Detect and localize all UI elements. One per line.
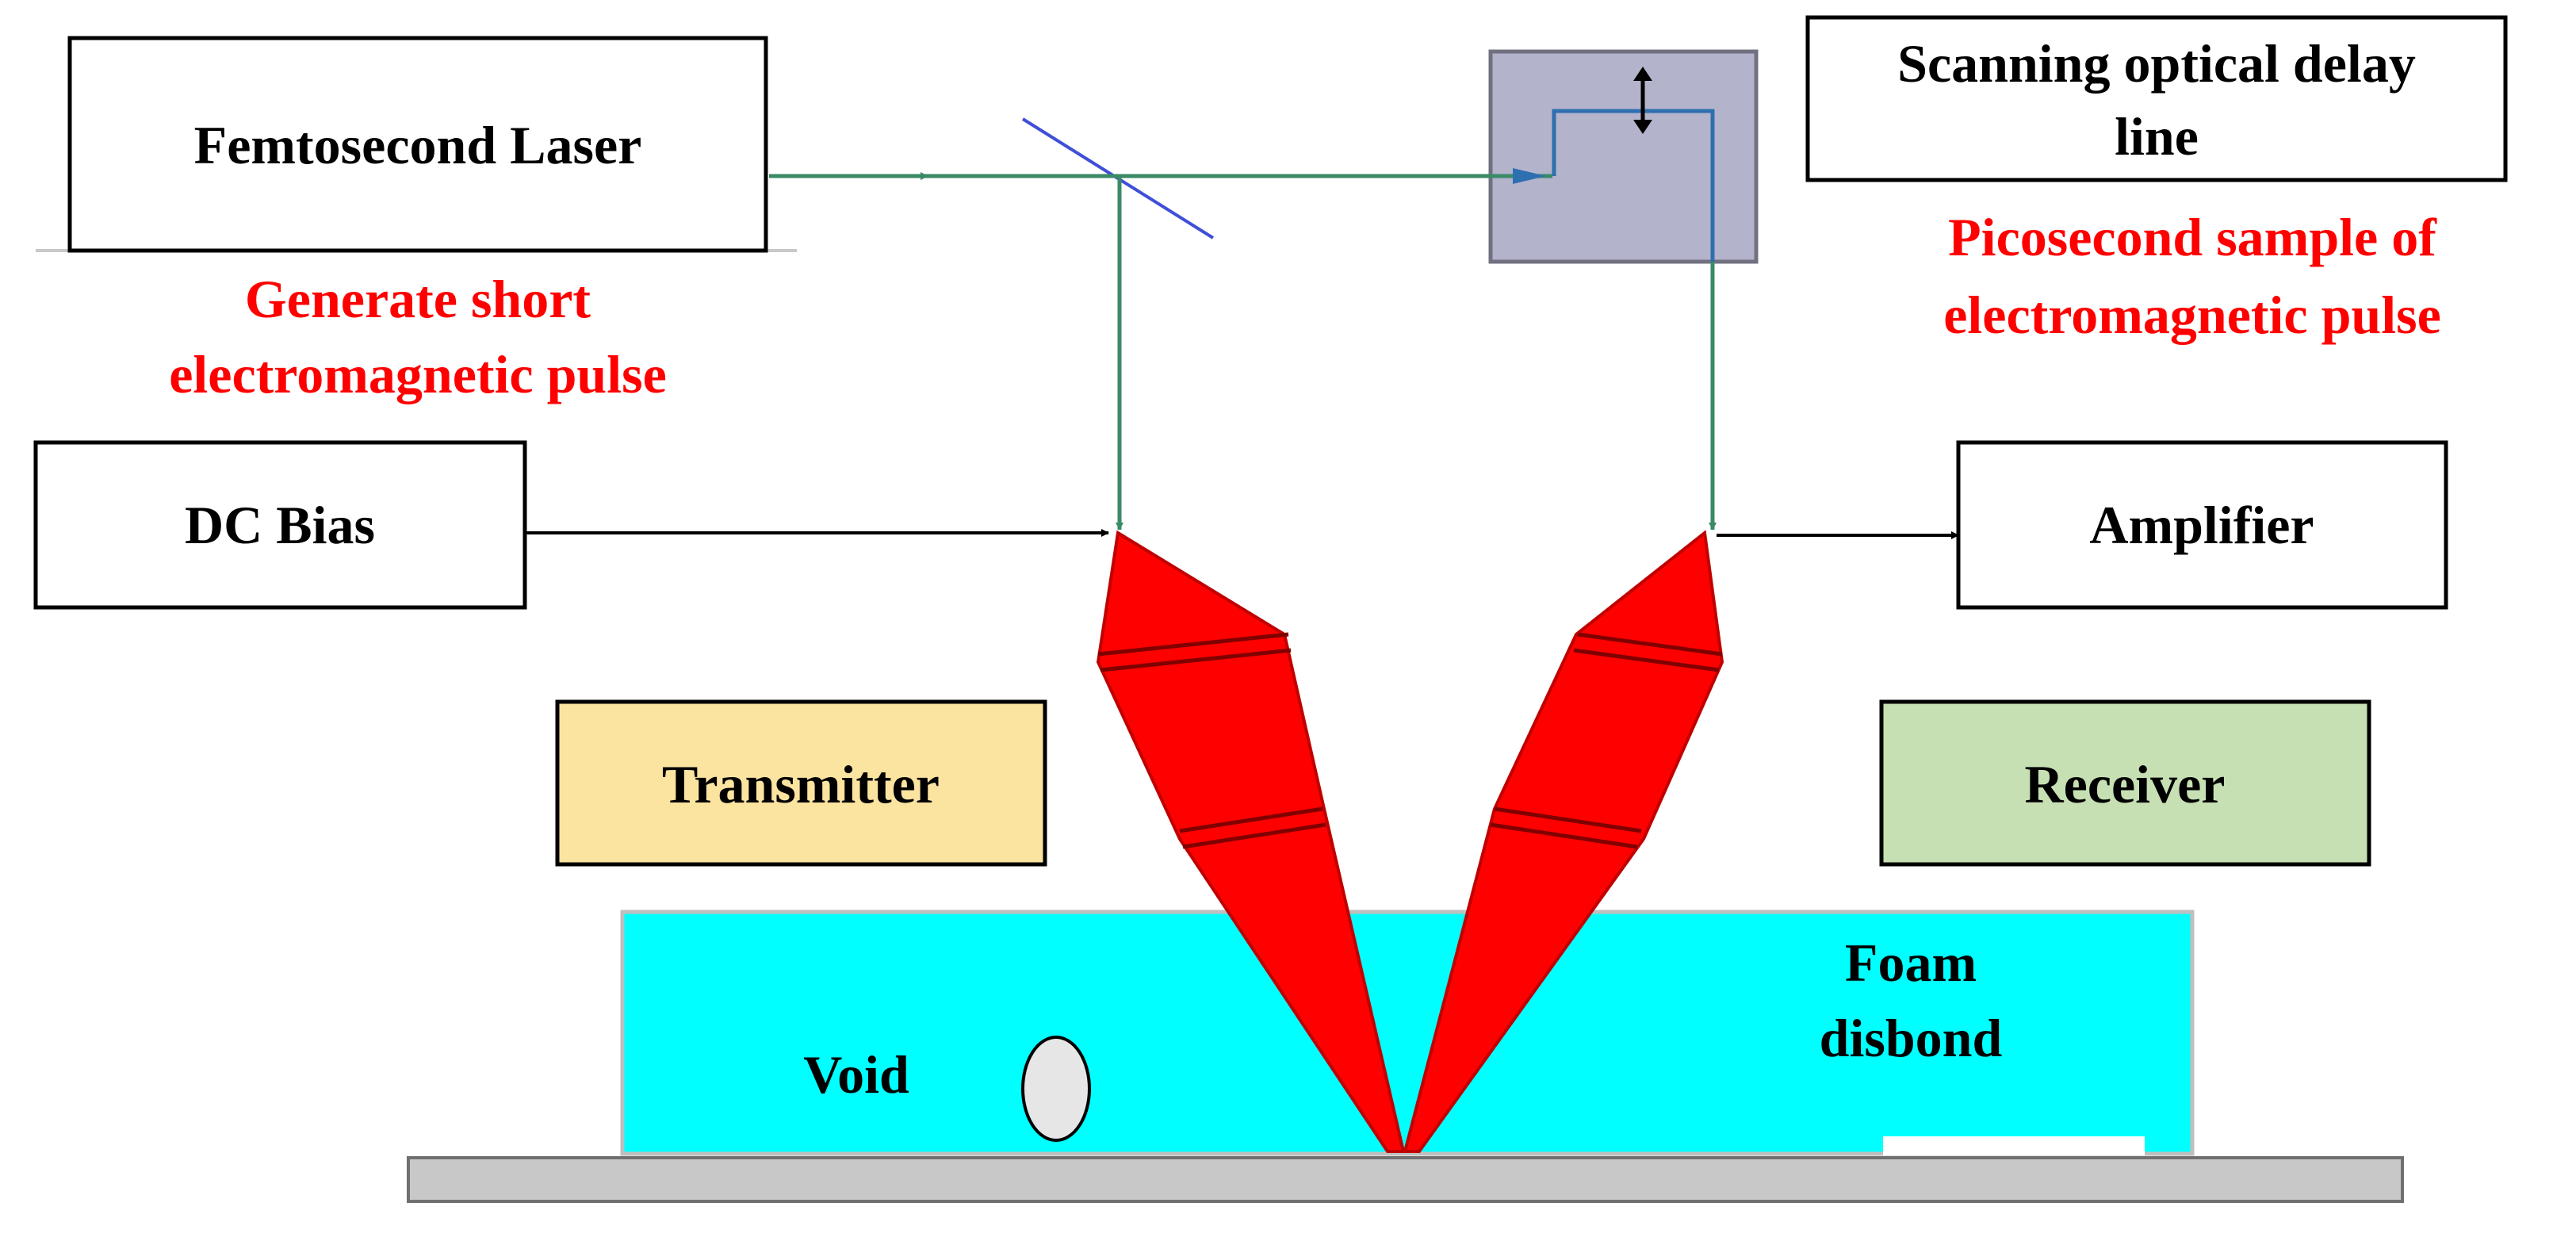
delay-line-stage xyxy=(1488,49,1759,264)
amplifier-label: Amplifier xyxy=(2089,495,2314,555)
foam-disbond-defect xyxy=(1883,1136,2145,1155)
amplifier-box: Amplifier xyxy=(1956,440,2448,610)
receiver-label: Receiver xyxy=(2025,754,2226,814)
femtosecond-laser-box: Femtosecond Laser xyxy=(67,36,768,253)
laser-beam-paths xyxy=(769,168,1717,530)
dc-bias-box: DC Bias xyxy=(33,440,527,610)
laser-note-line-2: electromagnetic pulse xyxy=(169,344,667,404)
receiver-antenna xyxy=(1403,530,1724,1153)
void-label: Void xyxy=(803,1044,909,1105)
base-plate xyxy=(407,1156,2404,1203)
dc-bias-label: DC Bias xyxy=(185,495,375,555)
transmitter-label: Transmitter xyxy=(662,754,940,814)
receiver-label-box: Receiver xyxy=(1879,699,2371,867)
delay-line-label-line-1: Scanning optical delay xyxy=(1897,33,2416,94)
delay-note-line-2: electromagnetic pulse xyxy=(1943,285,2441,345)
femtosecond-laser-label: Femtosecond Laser xyxy=(194,115,642,175)
foam-sample: Void Foam disbond xyxy=(620,910,2195,1156)
foam-label-line-1: Foam xyxy=(1845,933,1977,993)
transmitter-antenna xyxy=(1096,530,1406,1153)
delay-line-label-line-2: line xyxy=(2115,106,2199,167)
transmitter-label-box: Transmitter xyxy=(555,699,1047,867)
void-defect xyxy=(1021,1036,1091,1142)
delay-note-line-1: Picosecond sample of xyxy=(1948,207,2437,267)
laser-note-line-1: Generate short xyxy=(245,269,591,329)
foam-label-line-2: disbond xyxy=(1820,1008,2003,1068)
delay-line-label-box: Scanning optical delay line xyxy=(1805,15,2508,182)
